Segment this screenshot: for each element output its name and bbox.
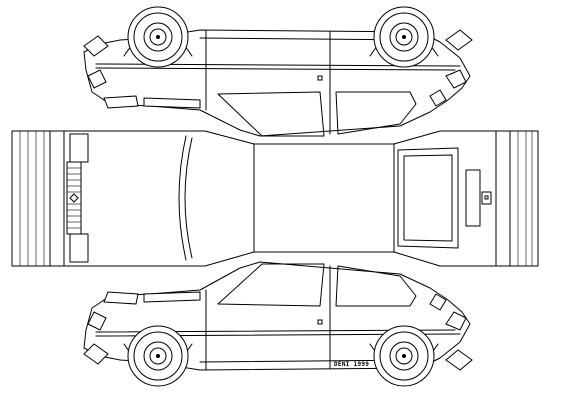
- hood-panel: [11, 130, 255, 267]
- grille: [66, 161, 82, 235]
- wheel-bottom-front: [127, 325, 189, 387]
- side-view-top: [83, 6, 473, 137]
- signature-text: DENI 1999: [334, 361, 369, 368]
- side-view-bottom: DENI 1999: [83, 261, 473, 387]
- rear-hatch-panel: [393, 130, 539, 267]
- wheel-bottom-rear: [373, 325, 435, 387]
- wheel-top-front: [127, 6, 189, 68]
- wheel-top-rear: [373, 6, 435, 68]
- roof-panel: [253, 143, 395, 253]
